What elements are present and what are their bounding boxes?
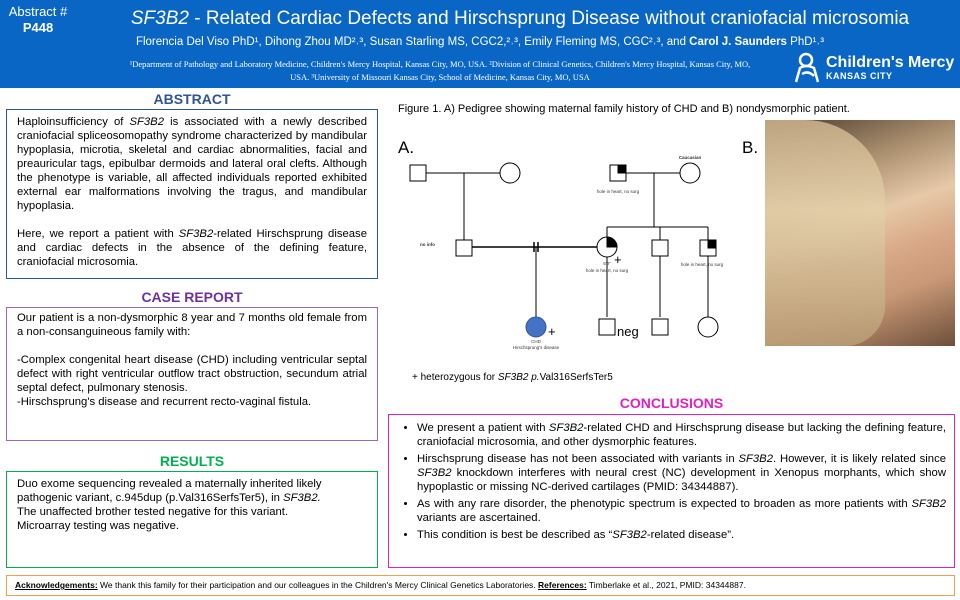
uncle-note: hole in heart, no surg bbox=[681, 262, 724, 267]
abstract-heading: ABSTRACT bbox=[153, 91, 231, 107]
text: -related disease”. bbox=[646, 529, 735, 541]
case-item: -Hirschsprung's disease and recurrent re… bbox=[17, 396, 312, 408]
no-info-label: no info bbox=[420, 242, 435, 247]
text: Duo exome sequencing revealed a maternal… bbox=[17, 478, 322, 504]
case-item: -Complex congenital heart disease (CHD) … bbox=[17, 354, 367, 394]
results-p3: Microarray testing was negative. bbox=[17, 520, 179, 532]
mother-note: hole in heart, no surg bbox=[586, 268, 629, 273]
results-box: Duo exome sequencing revealed a maternal… bbox=[6, 471, 378, 568]
photo-hair bbox=[765, 120, 885, 346]
text: variants are ascertained. bbox=[417, 512, 541, 524]
abstract-box: Haploinsufficiency of SF3B2 is associate… bbox=[6, 109, 378, 279]
text: knockdown interferes with neural crest (… bbox=[417, 467, 946, 493]
authors: Florencia Del Viso PhD¹, Dihong Zhou MD²… bbox=[100, 36, 860, 48]
affiliations: ¹Department of Pathology and Laboratory … bbox=[129, 59, 751, 82]
grandfather-note: hole in heart, no surg bbox=[597, 189, 640, 194]
cousin-female bbox=[697, 316, 719, 338]
logo-figure-icon bbox=[794, 52, 820, 83]
title-gene: SF3B2 bbox=[130, 8, 189, 29]
affected-quadrant bbox=[617, 164, 627, 174]
legend-text: + heterozygous for bbox=[412, 372, 498, 383]
ack-label: Acknowledgements: bbox=[15, 580, 98, 590]
conclusion-item: Hirschsprung disease has not been associ… bbox=[417, 452, 946, 494]
references-text: Timberlake et al., 2021, PMID: 34344887. bbox=[586, 580, 746, 590]
brother-neg: neg bbox=[617, 324, 639, 339]
mother-plus: + bbox=[614, 252, 622, 267]
gene: SF3B2 bbox=[548, 422, 584, 434]
conclusion-item: This condition is best be described as “… bbox=[417, 528, 946, 542]
pedigree-chart: Caucasian hole in heart, no surg no info… bbox=[409, 155, 724, 383]
text: As with any rare disorder, the phenotypi… bbox=[417, 498, 912, 510]
proband bbox=[525, 316, 547, 338]
mother-height: 5'9" bbox=[603, 261, 611, 266]
legend-gene: SF3B2 p. bbox=[498, 372, 540, 383]
text: Hirschsprung disease has not been associ… bbox=[417, 453, 739, 465]
abstract-id: P448 bbox=[22, 20, 54, 35]
conclusions-box: We present a patient with SF3B2-related … bbox=[388, 414, 955, 568]
text: is associated with a newly described cra… bbox=[17, 116, 367, 212]
proband-note: Hirschsprung's disease bbox=[513, 345, 560, 350]
caucasian-label: Caucasian bbox=[679, 155, 702, 160]
proband-plus: + bbox=[548, 324, 556, 339]
father bbox=[455, 239, 473, 257]
text: -related CHD and Hirschsprung disease bu… bbox=[417, 422, 946, 448]
case-report-box: Our patient is a non-dysmorphic 8 year a… bbox=[6, 307, 378, 441]
panel-b-label: B. bbox=[742, 138, 759, 157]
author-list: Florencia Del Viso PhD¹, Dihong Zhou MD²… bbox=[135, 36, 690, 48]
figure-caption: Figure 1. A) Pedigree showing maternal f… bbox=[398, 103, 850, 115]
grandmother-maternal bbox=[679, 162, 701, 184]
text: This condition is best be described as “ bbox=[417, 529, 613, 541]
grandfather-paternal bbox=[409, 164, 427, 182]
case-intro: Our patient is a non-dysmorphic 8 year a… bbox=[17, 312, 367, 338]
results-p1: Duo exome sequencing revealed a maternal… bbox=[17, 477, 367, 505]
affected-quadrant bbox=[606, 236, 618, 248]
ack-text: We thank this family for their participa… bbox=[97, 580, 539, 590]
gene: SF3B2. bbox=[283, 492, 321, 504]
results-heading: RESULTS bbox=[159, 453, 225, 469]
abstract-label: Abstract # bbox=[8, 4, 68, 19]
uncle bbox=[651, 239, 669, 257]
text: -related Hirschsprung disease and cardia… bbox=[17, 228, 367, 268]
abstract-number: Abstract #P448 bbox=[4, 4, 72, 36]
legend-variant: Val316SerfsTer5 bbox=[540, 372, 614, 383]
abstract-p2: Here, we report a patient with SF3B2-rel… bbox=[17, 227, 367, 269]
gene: SF3B2 bbox=[129, 116, 165, 128]
conclusion-item: We present a patient with SF3B2-related … bbox=[417, 421, 946, 449]
panel-a-label: A. bbox=[398, 138, 415, 157]
affected-quadrant bbox=[707, 239, 717, 249]
gene: SF3B2 bbox=[738, 453, 773, 465]
last-author: Carol J. Saunders bbox=[689, 36, 787, 48]
gene: SF3B2 bbox=[178, 228, 214, 240]
poster-title: SF3B2 - Related Cardiac Defects and Hirs… bbox=[95, 8, 945, 30]
last-author-suffix: PhD¹˒³ bbox=[786, 36, 825, 48]
grandmother-paternal bbox=[499, 162, 521, 184]
gene: SF3B2 bbox=[417, 467, 452, 479]
logo-city: KANSAS CITY bbox=[826, 71, 893, 81]
text: Here, we report a patient with bbox=[17, 228, 179, 240]
brother bbox=[598, 318, 616, 336]
text: . However, it is likely related since bbox=[772, 453, 947, 465]
title-text: - Related Cardiac Defects and Hirschspru… bbox=[188, 8, 910, 29]
gene: SF3B2 bbox=[911, 498, 946, 510]
references-label: References: bbox=[538, 580, 587, 590]
text: Haploinsufficiency of bbox=[17, 116, 130, 128]
gene: SF3B2 bbox=[612, 529, 647, 541]
abstract-p1: Haploinsufficiency of SF3B2 is associate… bbox=[17, 115, 367, 213]
logo-name: Children's Mercy bbox=[826, 54, 955, 71]
acknowledgements: Acknowledgements: We thank this family f… bbox=[6, 575, 955, 596]
cousin bbox=[651, 318, 669, 336]
proband-note: CHD bbox=[531, 339, 541, 344]
case-report-heading: CASE REPORT bbox=[141, 289, 243, 305]
poster-header: Abstract #P448 SF3B2 - Related Cardiac D… bbox=[0, 0, 960, 88]
conclusion-item: As with any rare disorder, the phenotypi… bbox=[417, 497, 946, 525]
text: We present a patient with bbox=[417, 422, 549, 434]
patient-photo bbox=[765, 120, 955, 346]
results-p2: The unaffected brother tested negative f… bbox=[17, 506, 289, 518]
conclusions-list: We present a patient with SF3B2-related … bbox=[397, 421, 946, 542]
conclusions-heading: CONCLUSIONS bbox=[619, 395, 724, 411]
pedigree-legend: + heterozygous for SF3B2 p.Val316SerfsTe… bbox=[412, 372, 613, 383]
